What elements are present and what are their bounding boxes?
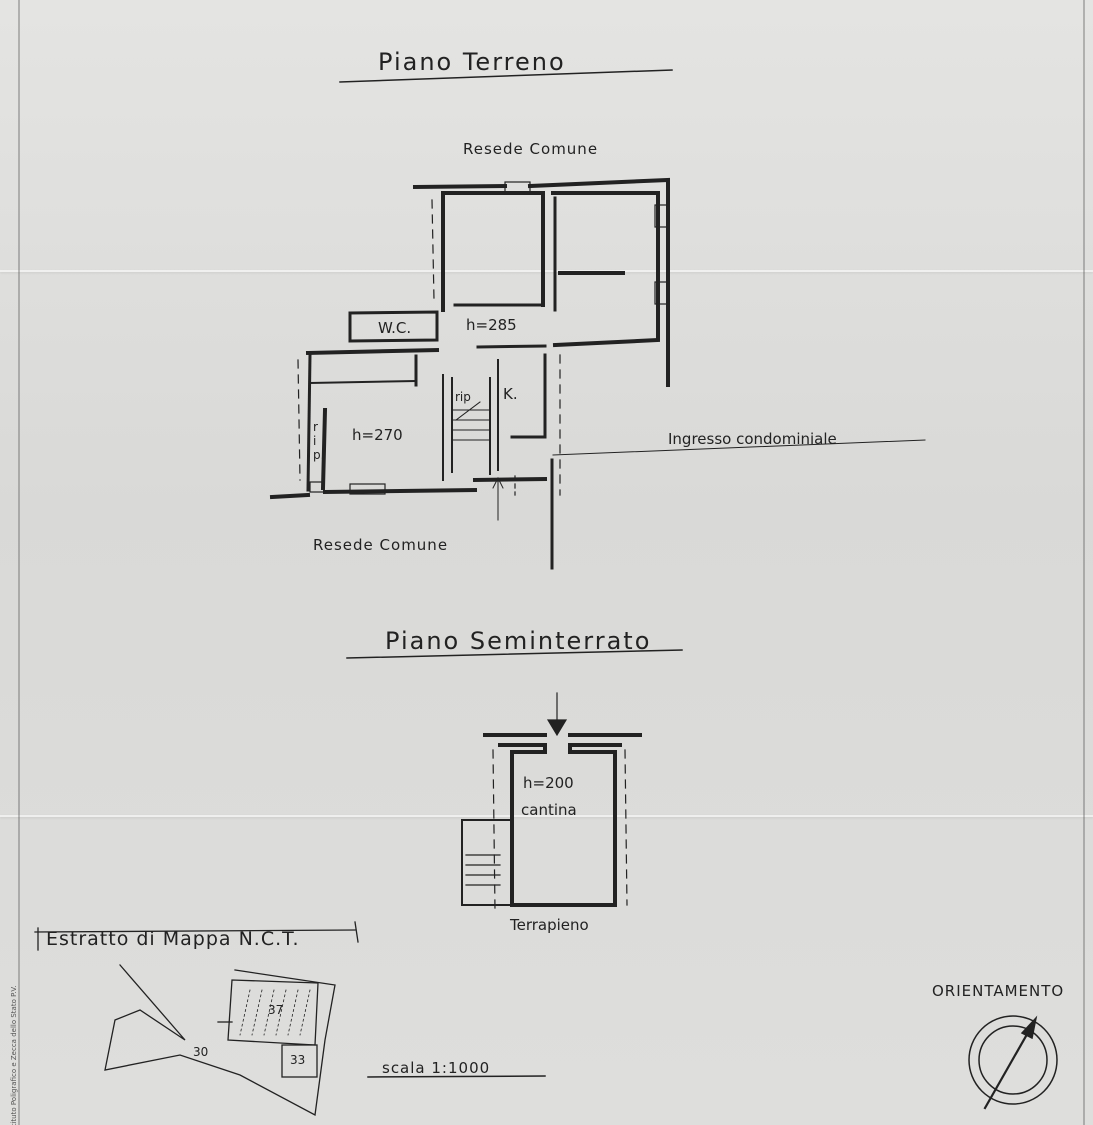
- map-extract-drawing: [34, 921, 359, 1117]
- bottom-area-label: Resede Comune: [313, 536, 449, 554]
- title-underline: [346, 649, 683, 659]
- storage-label: rip: [455, 390, 471, 404]
- ground-floor-stairs: [451, 401, 491, 441]
- basement-walls: [461, 733, 642, 907]
- sheet-left-border: [18, 0, 20, 1125]
- basement-title: Piano Seminterrato: [385, 627, 652, 655]
- cantina-label: cantina: [521, 801, 577, 819]
- entrance-label: Ingresso condominiale: [668, 430, 837, 448]
- kitchen-label: K.: [503, 385, 518, 403]
- ground-floor-openings: [297, 181, 926, 521]
- parcel-33-label: 33: [290, 1053, 306, 1067]
- orientation-label: ORIENTAMENTO: [932, 982, 1065, 1000]
- title-underline: [339, 69, 673, 83]
- side-storage-label: r i p.: [313, 420, 325, 462]
- map-extract-title: Estratto di Mappa N.C.T.: [46, 928, 300, 950]
- ground-floor-title: Piano Terreno: [378, 48, 566, 76]
- paper-fold-line: [0, 270, 1093, 272]
- sheet-right-border: [1083, 0, 1085, 1125]
- basement-height-label: h=200: [523, 774, 574, 792]
- parcel-37-label: 37: [268, 1003, 284, 1017]
- basement-openings: [465, 692, 628, 911]
- compass: [968, 1015, 1058, 1110]
- ground-floor-walls: [269, 177, 670, 570]
- paper-fold-line: [0, 815, 1093, 817]
- top-area-label: Resede Comune: [463, 140, 599, 158]
- room-height-label: h=270: [352, 426, 403, 444]
- printer-side-note: Istituto Poligrafico e Zecca dello Stato…: [10, 985, 18, 1125]
- scale-label: scala 1:1000: [382, 1059, 491, 1077]
- wc-label: W.C.: [378, 319, 412, 337]
- hall-height-label: h=285: [466, 316, 517, 334]
- parcel-30-label: 30: [193, 1045, 209, 1059]
- scale-underline: [367, 1075, 546, 1078]
- terrapieno-label: Terrapieno: [510, 916, 589, 934]
